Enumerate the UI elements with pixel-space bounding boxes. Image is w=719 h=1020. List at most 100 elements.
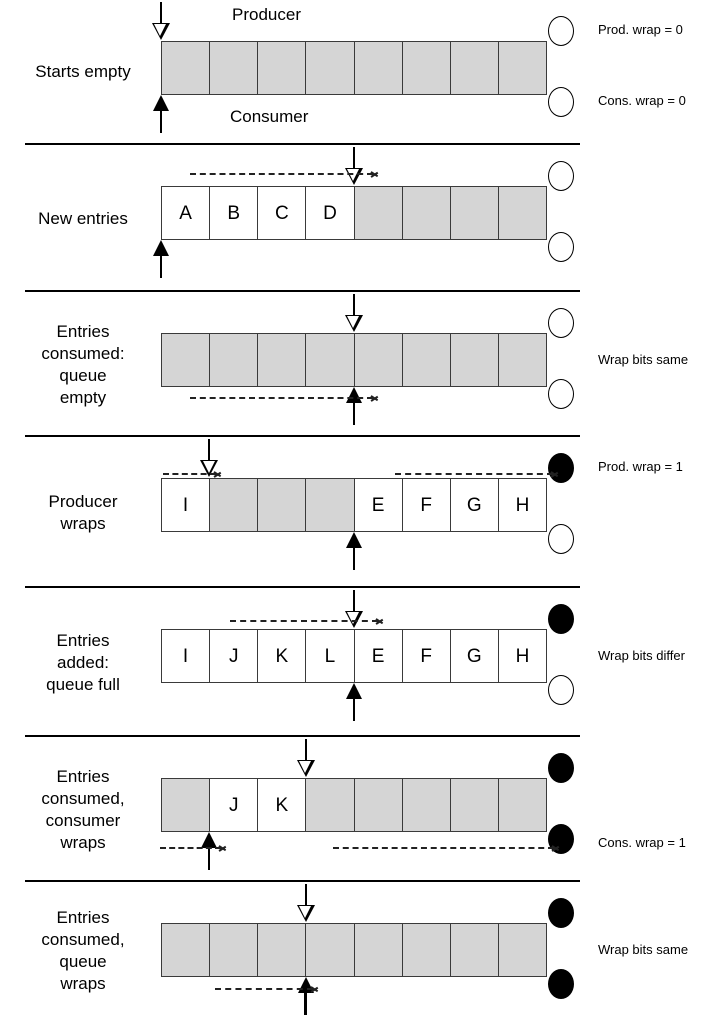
section-divider <box>25 290 580 292</box>
queue-cell <box>306 334 355 386</box>
queue-cell: I <box>162 630 211 682</box>
section-divider <box>25 435 580 437</box>
consumer-caption: Consumer <box>230 107 309 126</box>
queue-cell <box>498 187 546 239</box>
queue-cell <box>450 42 499 94</box>
queue-cell <box>354 334 403 386</box>
producer-caption: Producer <box>232 5 301 24</box>
consumer-pointer-icon <box>344 387 364 425</box>
producer-pointer-icon <box>296 739 316 779</box>
section-divider <box>25 735 580 737</box>
queue-cell <box>498 334 546 386</box>
queue-cell <box>258 479 307 531</box>
queue-cell <box>354 924 403 976</box>
queue-cell: H <box>498 479 546 531</box>
queue-cell: K <box>258 779 307 831</box>
queue-cell <box>450 187 499 239</box>
consumer-wrap-arrow-right <box>333 842 561 854</box>
queue-cell <box>162 334 211 386</box>
section-divider <box>25 586 580 588</box>
queue-cell <box>498 924 546 976</box>
queue-cell <box>210 479 259 531</box>
consumer-wrap-bit-indicator <box>548 675 574 705</box>
consumer-pointer-icon <box>151 240 171 278</box>
queue-cell <box>354 42 403 94</box>
consumer-wrap-bit-indicator <box>548 232 574 262</box>
queue-cell <box>450 334 499 386</box>
queue-ring-buffer <box>161 333 547 387</box>
queue-cell <box>498 42 546 94</box>
consumer-wrap-arrow-left <box>160 842 228 854</box>
queue-cell: A <box>162 187 211 239</box>
queue-cell <box>258 924 307 976</box>
row-label: Entries added: queue full <box>46 630 120 694</box>
queue-ring-buffer <box>161 923 547 977</box>
queue-cell: L <box>306 630 355 682</box>
queue-state-row: Entries consumed, queue wraps Wrap bits s… <box>0 882 719 1020</box>
row-label: Entries consumed, consumer wraps <box>41 766 125 852</box>
queue-cell <box>354 779 403 831</box>
producer-pointer-icon <box>296 884 316 924</box>
queue-cell <box>210 924 259 976</box>
queue-state-row: Entries consumed: queue empty Wrap bits s… <box>0 292 719 437</box>
wrap-bit-note: Wrap bits same <box>598 352 689 367</box>
row-label: New entries <box>38 208 128 228</box>
queue-cell <box>306 779 355 831</box>
queue-cell: H <box>498 630 546 682</box>
queue-cell <box>402 924 451 976</box>
queue-cell: K <box>258 630 307 682</box>
queue-cell <box>402 334 451 386</box>
producer-wrap-note: Prod. wrap = 0 <box>598 22 683 37</box>
consumer-pointer-icon <box>199 832 219 870</box>
producer-pointer-icon <box>151 2 171 42</box>
consumer-wrap-bit-indicator <box>548 969 574 999</box>
row-label: Producer wraps <box>48 491 118 533</box>
queue-cell <box>258 42 307 94</box>
wrap-bit-note: Wrap bits same <box>598 942 689 957</box>
queue-cell <box>402 779 451 831</box>
row-label: Entries consumed, queue wraps <box>41 908 125 993</box>
consumer-pointer-icon <box>344 683 364 721</box>
queue-ring-buffer <box>161 41 547 95</box>
consumer-advance-arrow <box>190 392 380 404</box>
queue-cell: F <box>402 479 451 531</box>
producer-pointer-icon <box>344 147 364 187</box>
queue-cell <box>450 924 499 976</box>
queue-cell <box>162 779 211 831</box>
queue-cell: J <box>210 630 259 682</box>
wrap-bit-note: Cons. wrap = 1 <box>598 835 686 850</box>
producer-wrap-arrow-right <box>395 468 560 480</box>
queue-cell <box>498 779 546 831</box>
consumer-pointer-icon <box>151 95 171 133</box>
producer-pointer-icon <box>344 294 364 334</box>
consumer-wrap-bit-indicator <box>548 379 574 409</box>
producer-wrap-bit-indicator <box>548 753 574 783</box>
queue-cell <box>402 42 451 94</box>
producer-wrap-bit-indicator <box>548 308 574 338</box>
queue-cell <box>258 334 307 386</box>
queue-cell <box>162 42 211 94</box>
wrap-bit-note: Prod. wrap = 1 <box>598 459 683 474</box>
consumer-pointer-icon <box>344 532 364 570</box>
queue-cell: C <box>258 187 307 239</box>
section-divider <box>25 880 580 882</box>
producer-wrap-bit-indicator <box>548 898 574 928</box>
row-label: Entries consumed: queue empty <box>41 321 125 407</box>
consumer-wrap-note: Cons. wrap = 0 <box>598 93 686 108</box>
queue-cell: D <box>306 187 355 239</box>
queue-cell <box>306 42 355 94</box>
queue-cell: G <box>450 630 499 682</box>
queue-cell <box>210 334 259 386</box>
producer-wrap-bit-indicator <box>548 604 574 634</box>
producer-wrap-bit-indicator <box>548 161 574 191</box>
